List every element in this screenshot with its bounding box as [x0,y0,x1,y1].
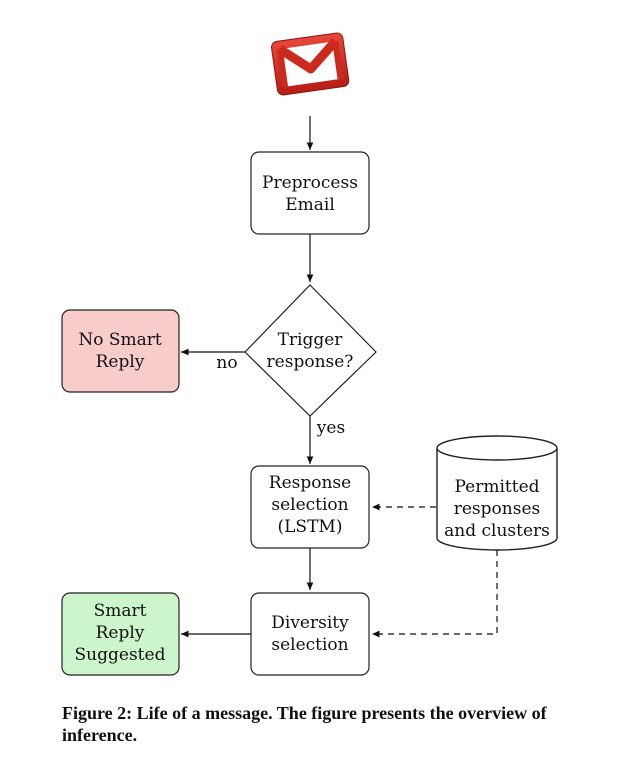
node-no-smart-reply-line-2: Reply [96,352,145,372]
figure-caption-text: Life of a message. The figure presents t… [62,703,547,745]
node-preprocess-line-2: Email [285,195,335,215]
node-trigger-line-2: response? [267,352,354,372]
node-response-line-3: (LSTM) [278,517,343,537]
edge-label-yes: yes [316,418,345,438]
figure-caption: Figure 2: Life of a message. The figure … [62,702,610,746]
node-diversity-selection: Diversity selection [250,592,370,676]
node-permitted-line-2: responses [454,499,541,519]
node-preprocess-line-1: Preprocess [262,173,358,193]
node-permitted-line-1: Permitted [454,477,539,497]
gmail-icon [271,32,350,96]
figure-label: Figure 2: [62,703,133,723]
node-no-smart-reply-line-1: No Smart [78,330,162,350]
node-suggested-line-2: Reply [96,623,145,643]
node-permitted-line-3: and clusters [444,521,550,541]
node-response-line-1: Response [269,473,351,493]
node-diversity-line-1: Diversity [271,613,349,633]
node-response-line-2: selection [271,495,348,515]
node-suggested-line-1: Smart [94,601,147,621]
flowchart: no yes Preprocess Email Trigger response… [61,32,558,676]
node-response-selection: Response selection (LSTM) [250,465,370,549]
node-preprocess-email: Preprocess Email [250,151,370,235]
node-permitted-responses-database: Permitted responses and clusters [436,435,558,551]
node-diversity-line-2: selection [271,635,348,655]
node-suggested-line-3: Suggested [75,645,166,665]
node-smart-reply-suggested: Smart Reply Suggested [61,592,180,676]
edge-permitted-to-diversity [372,550,498,638]
node-trigger-response: Trigger response? [244,284,377,417]
node-no-smart-reply: No Smart Reply [61,309,180,393]
edge-label-no: no [216,353,237,373]
node-trigger-line-1: Trigger [278,330,344,350]
